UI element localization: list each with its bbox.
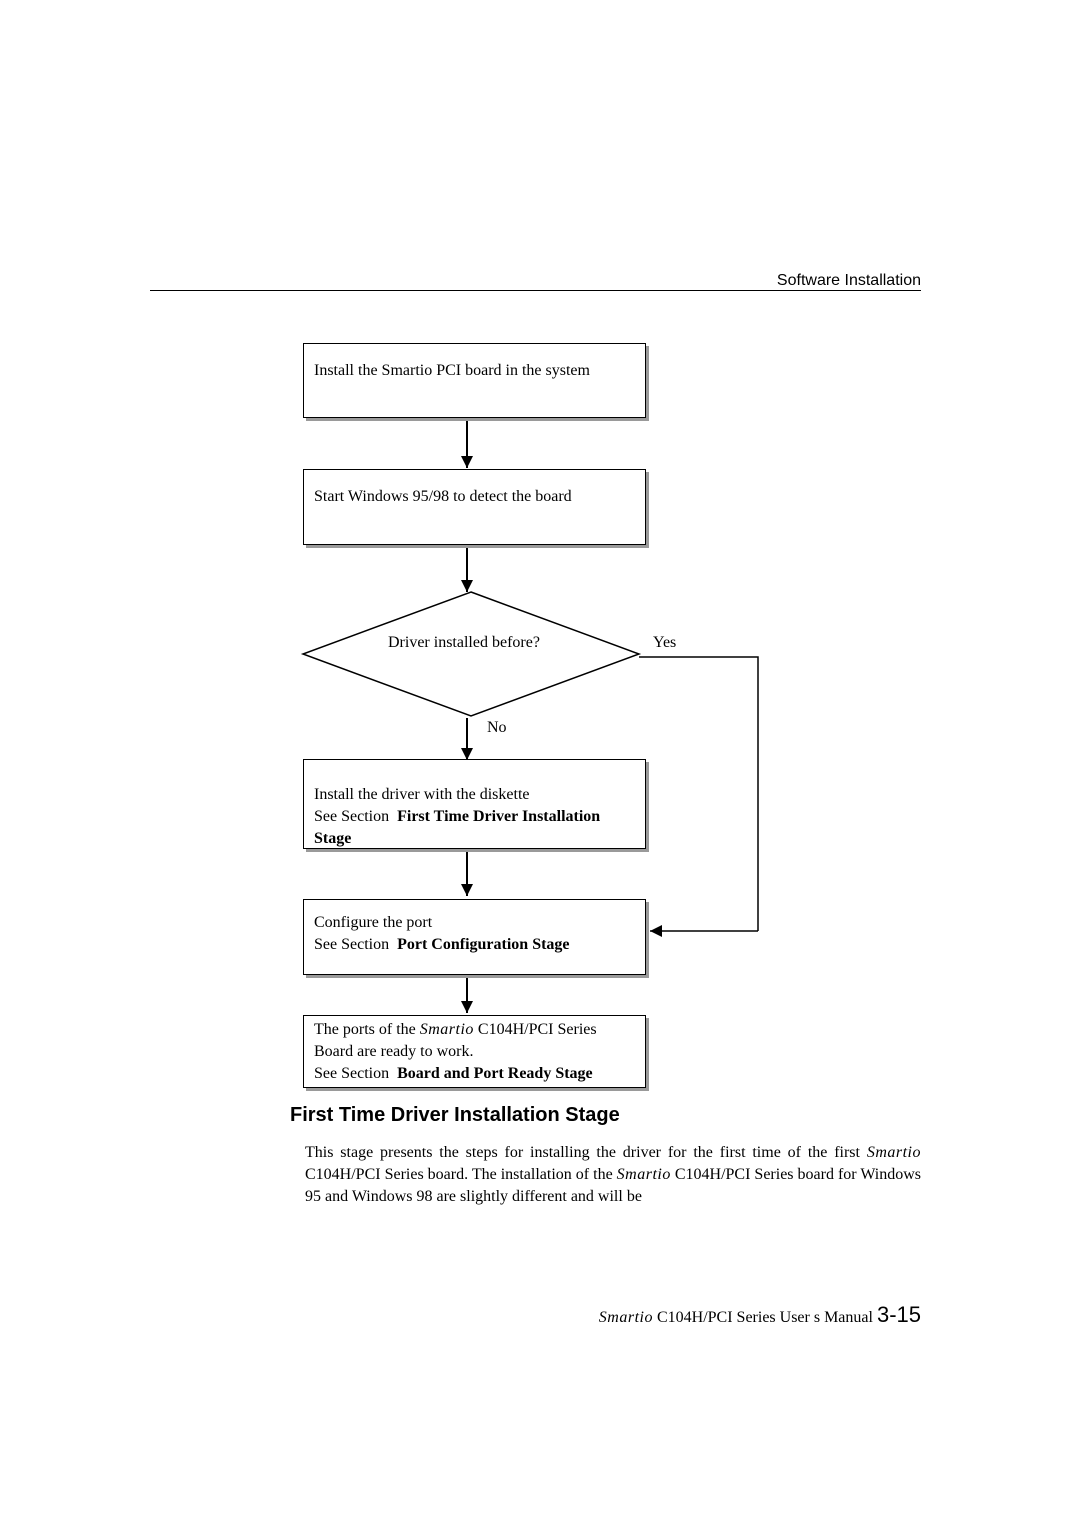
flow-step-install-driver: Install the driver with the diskette See… — [303, 759, 646, 849]
flow-step-install-board: Install the Smartio PCI board in the sys… — [303, 343, 646, 418]
step4-line1: Configure the port — [314, 914, 433, 931]
step4-see-prefix: See Section — [314, 936, 390, 953]
page-footer: Smartio C104H/PCI Series User s Manual 3… — [599, 1302, 921, 1328]
yes-branch-line — [639, 656, 759, 931]
page-header-title: Software Installation — [776, 272, 921, 289]
decision-diamond — [300, 591, 642, 717]
flow-step-start-windows: Start Windows 95/98 to detect the board — [303, 469, 646, 545]
step4-see-section: Port Configuration Stage — [397, 936, 570, 953]
no-label: No — [487, 719, 507, 736]
step5-brand: Smartio — [419, 1021, 474, 1038]
flow-step-ready: The ports of the Smartio C104H/PCI Serie… — [303, 1015, 646, 1088]
step5-pre: The ports of the — [314, 1021, 416, 1038]
step2-text: Start Windows 95/98 to detect the board — [314, 488, 572, 505]
decision-text: Driver installed before? — [388, 634, 540, 651]
section-heading: First Time Driver Installation Stage — [290, 1104, 620, 1126]
footer-manual-title: C104H/PCI Series User s Manual — [656, 1309, 873, 1326]
step3-line1: Install the driver with the diskette — [314, 786, 530, 803]
header-rule — [150, 290, 921, 291]
step3-see-prefix: See Section — [314, 808, 390, 825]
step5-see-section: Board and Port Ready Stage — [397, 1065, 593, 1082]
step3-see-section: First Time Driver Installation — [397, 808, 601, 825]
flow-step-configure-port: Configure the port See Section Port Conf… — [303, 899, 646, 975]
section-paragraph: This stage presents the steps for instal… — [305, 1142, 921, 1208]
page-number: 3-15 — [876, 1302, 921, 1327]
para-part-a: This stage presents the steps for instal… — [305, 1144, 860, 1161]
step3-see-section-cont: Stage — [314, 830, 352, 847]
yes-label: Yes — [653, 634, 677, 651]
para-part-c: C104H/PCI Series board for Windows 95 an… — [305, 1166, 921, 1205]
footer-brand: Smartio — [598, 1309, 653, 1326]
para-brand-2: Smartio — [616, 1166, 671, 1183]
para-brand-1: Smartio — [866, 1144, 921, 1161]
step5-post: C104H/PCI Series — [477, 1021, 597, 1038]
step5-line2: Board are ready to work. — [314, 1043, 474, 1060]
para-part-b: C104H/PCI Series board. The installation… — [305, 1166, 613, 1183]
step5-see-prefix: See Section — [314, 1065, 390, 1082]
step1-text: Install the Smartio PCI board in the sys… — [314, 362, 590, 379]
